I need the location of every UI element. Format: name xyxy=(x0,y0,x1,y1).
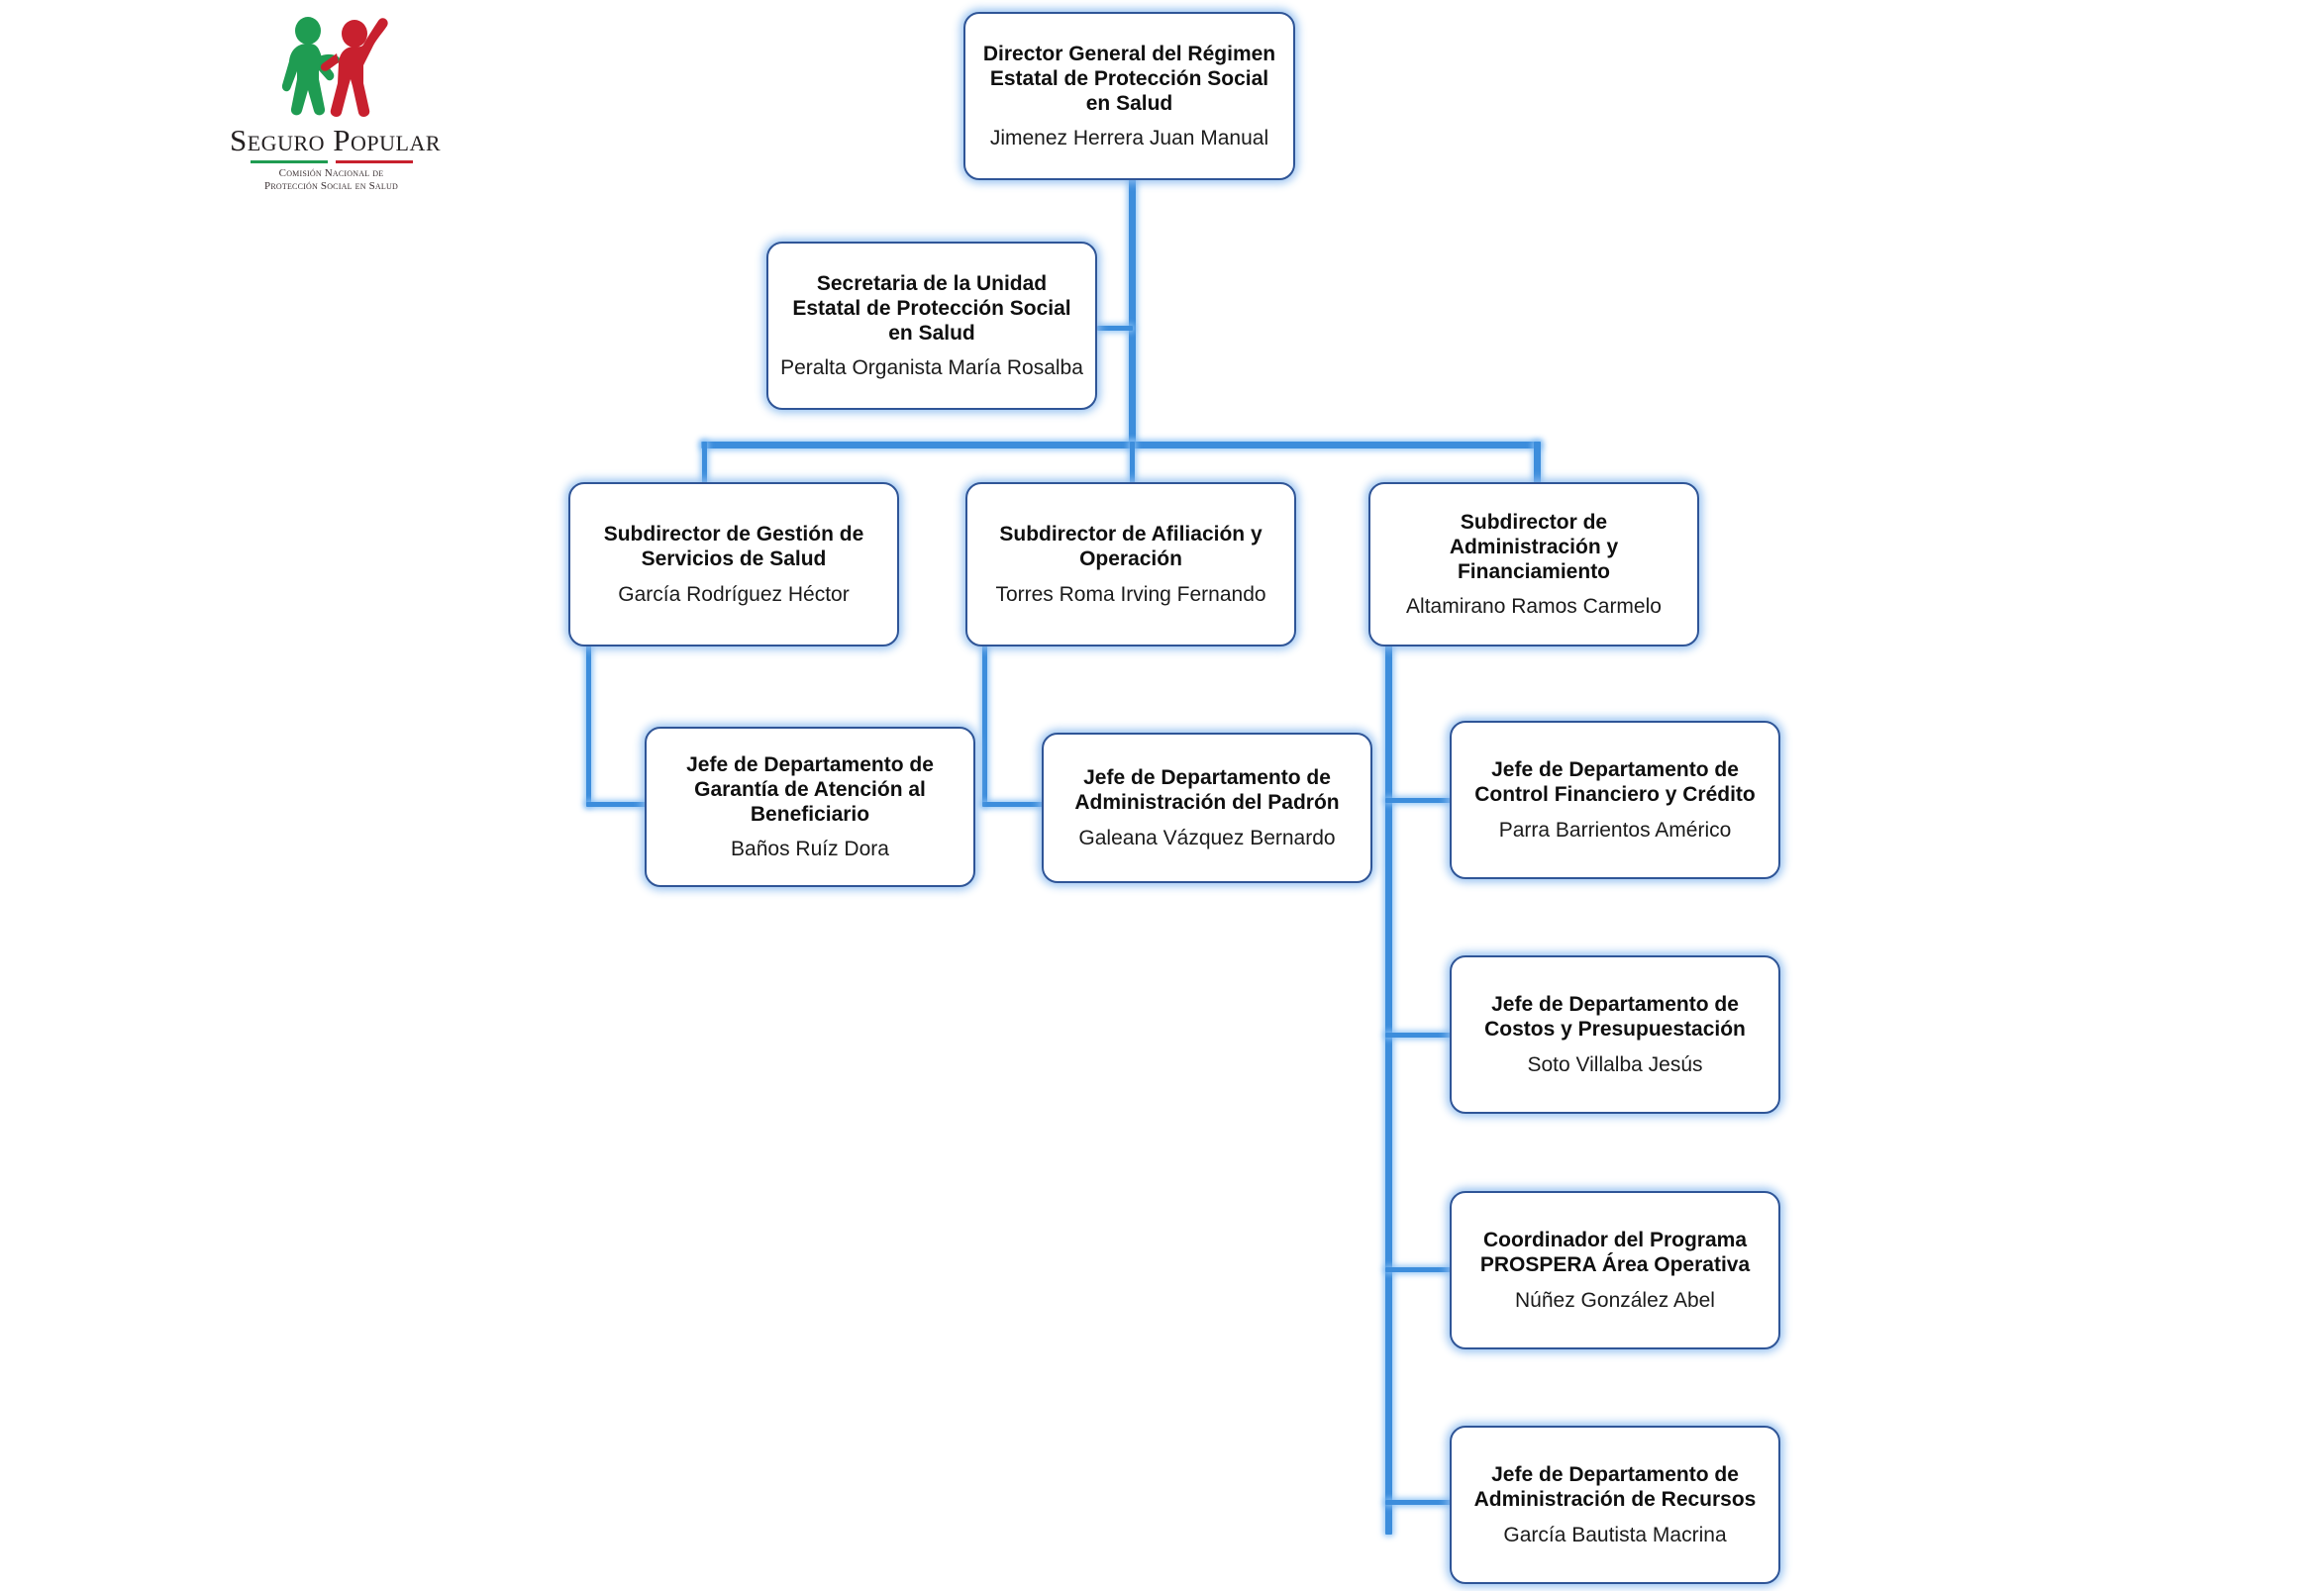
connector-gestion-branch-v xyxy=(586,646,591,806)
node-subdirector-afiliacion[interactable]: Subdirector de Afiliación y Operación To… xyxy=(965,482,1296,646)
connector-secretaria-stub xyxy=(1097,326,1133,331)
logo-subtitle-line2: Protección Social en Salud xyxy=(264,180,398,193)
logo-rule-divider xyxy=(230,160,433,163)
connector-admin-branch-recursos xyxy=(1385,1500,1455,1505)
node-person: Jimenez Herrera Juan Manual xyxy=(989,127,1269,150)
node-title: Jefe de Departamento de Administración d… xyxy=(1074,766,1340,815)
connector-subdirectors-bar xyxy=(701,442,1541,448)
node-subdirector-gestion[interactable]: Subdirector de Gestión de Servicios de S… xyxy=(568,482,899,646)
node-person: García Rodríguez Héctor xyxy=(618,582,850,606)
node-person: Parra Barrientos Américo xyxy=(1498,818,1732,842)
node-person: Peralta Organista María Rosalba xyxy=(780,356,1083,380)
node-person: Baños Ruíz Dora xyxy=(731,838,889,861)
node-title: Director General del Régimen Estatal de … xyxy=(982,42,1276,115)
logo-rule-red xyxy=(335,160,413,163)
connector-afiliacion-branch-v xyxy=(982,646,987,806)
node-title: Jefe de Departamento de Garantía de Aten… xyxy=(686,752,934,826)
logo-figures-icon xyxy=(230,14,433,123)
node-person: Galeana Vázquez Bernardo xyxy=(1078,826,1336,849)
connector-director-trunk xyxy=(1129,176,1136,447)
node-title: Coordinador del Programa PROSPERA Área O… xyxy=(1479,1229,1751,1277)
node-person: Torres Roma Irving Fernando xyxy=(995,582,1266,606)
node-title: Jefe de Departamento de Administración d… xyxy=(1473,1463,1757,1512)
node-subdirector-administracion[interactable]: Subdirector de Administración y Financia… xyxy=(1368,482,1699,646)
node-title: Subdirector de Administración y Financia… xyxy=(1449,510,1619,583)
logo-wordmark: Seguro Popular xyxy=(230,123,442,157)
node-jefe-costos[interactable]: Jefe de Departamento de Costos y Presupu… xyxy=(1450,955,1780,1114)
node-person: Soto Villalba Jesús xyxy=(1527,1052,1703,1076)
connector-drop-administracion xyxy=(1534,442,1541,483)
connector-admin-branch-control xyxy=(1385,798,1455,803)
node-coordinador-prospera[interactable]: Coordinador del Programa PROSPERA Área O… xyxy=(1450,1191,1780,1349)
connector-drop-afiliacion xyxy=(1130,442,1135,483)
seguro-popular-logo: Seguro Popular Comisión Nacional de Prot… xyxy=(230,14,442,202)
connector-gestion-branch-h xyxy=(586,802,652,807)
connector-administracion-trunk xyxy=(1385,646,1392,1535)
connector-admin-branch-prospera xyxy=(1385,1267,1455,1272)
logo-rule-green xyxy=(250,160,328,163)
node-title: Jefe de Departamento de Control Financie… xyxy=(1474,758,1756,807)
node-title: Subdirector de Gestión de Servicios de S… xyxy=(603,523,864,571)
node-title: Secretaria de la Unidad Estatal de Prote… xyxy=(792,271,1071,345)
node-person: Núñez González Abel xyxy=(1515,1288,1715,1312)
node-person: Altamirano Ramos Carmelo xyxy=(1406,595,1662,619)
logo-subtitle: Comisión Nacional de Protección Social e… xyxy=(230,167,433,195)
logo-subtitle-line1: Comisión Nacional de xyxy=(278,166,384,179)
node-jefe-recursos[interactable]: Jefe de Departamento de Administración d… xyxy=(1450,1426,1780,1584)
node-secretaria-unidad[interactable]: Secretaria de la Unidad Estatal de Prote… xyxy=(766,242,1097,410)
connector-afiliacion-branch-h xyxy=(982,802,1048,807)
node-jefe-garantia[interactable]: Jefe de Departamento de Garantía de Aten… xyxy=(645,727,975,887)
node-title: Subdirector de Afiliación y Operación xyxy=(999,523,1263,571)
node-director-general[interactable]: Director General del Régimen Estatal de … xyxy=(963,12,1295,180)
connector-admin-branch-costos xyxy=(1385,1033,1455,1038)
node-jefe-control-financiero[interactable]: Jefe de Departamento de Control Financie… xyxy=(1450,721,1780,879)
node-jefe-padron[interactable]: Jefe de Departamento de Administración d… xyxy=(1042,733,1372,883)
node-title: Jefe de Departamento de Costos y Presupu… xyxy=(1484,993,1746,1042)
node-person: García Bautista Macrina xyxy=(1503,1523,1727,1546)
connector-drop-gestion xyxy=(702,442,707,483)
